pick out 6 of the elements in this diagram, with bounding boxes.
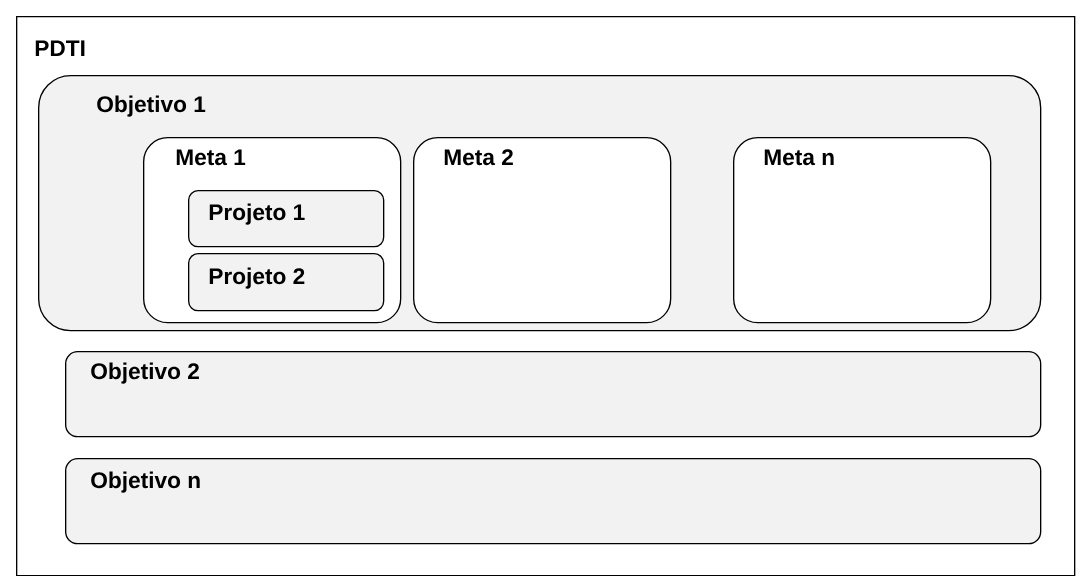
goal-box: Meta 2 xyxy=(413,137,672,324)
project-box: Projeto 2 xyxy=(188,253,385,312)
project-box: Projeto 1 xyxy=(188,190,385,248)
goal-box: Meta n xyxy=(733,137,992,324)
objective-box: Objetivo n xyxy=(65,458,1042,545)
objective-box: Objetivo 2 xyxy=(65,351,1042,438)
